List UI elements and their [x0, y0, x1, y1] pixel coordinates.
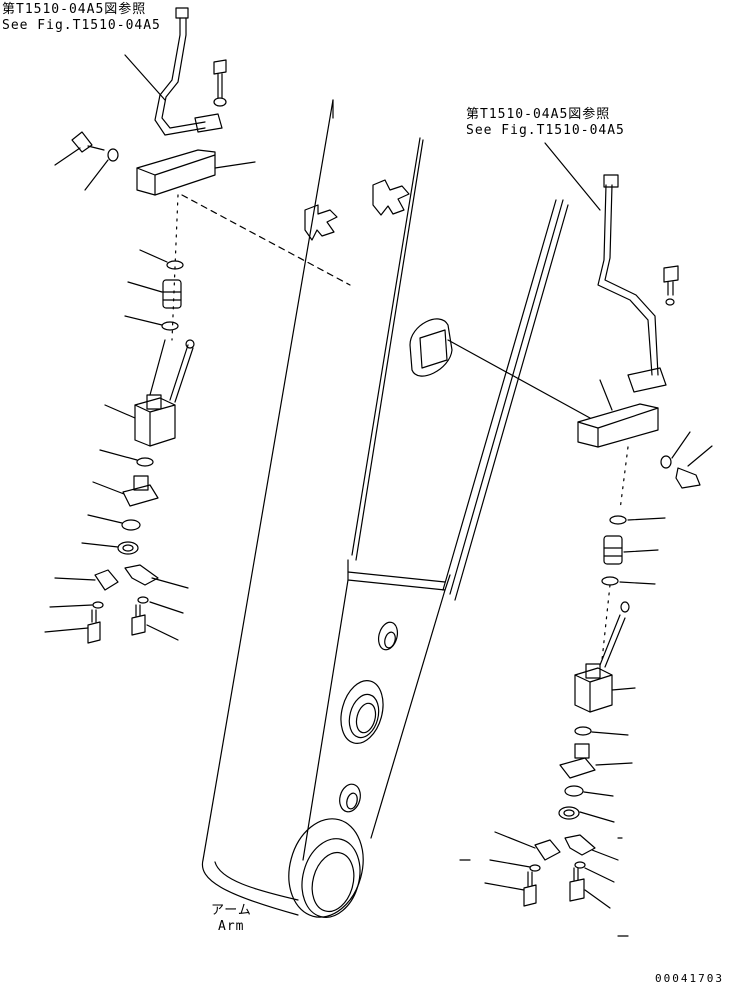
arm-label-jp: アーム: [211, 903, 252, 918]
reference-note-left-en: See Fig.T1510-04A5: [2, 18, 161, 33]
drawing-number: 00041703: [655, 972, 724, 985]
right-pipe-assembly: [448, 143, 712, 936]
left-pipe-assembly: [45, 8, 255, 643]
reference-note-left-jp: 第T1510-04A5図参照: [2, 2, 147, 17]
arm-label-en: Arm: [218, 919, 245, 934]
reference-note-right-en: See Fig.T1510-04A5: [466, 123, 625, 138]
reference-note-right-jp: 第T1510-04A5図参照: [466, 107, 611, 122]
arm: [182, 100, 568, 926]
